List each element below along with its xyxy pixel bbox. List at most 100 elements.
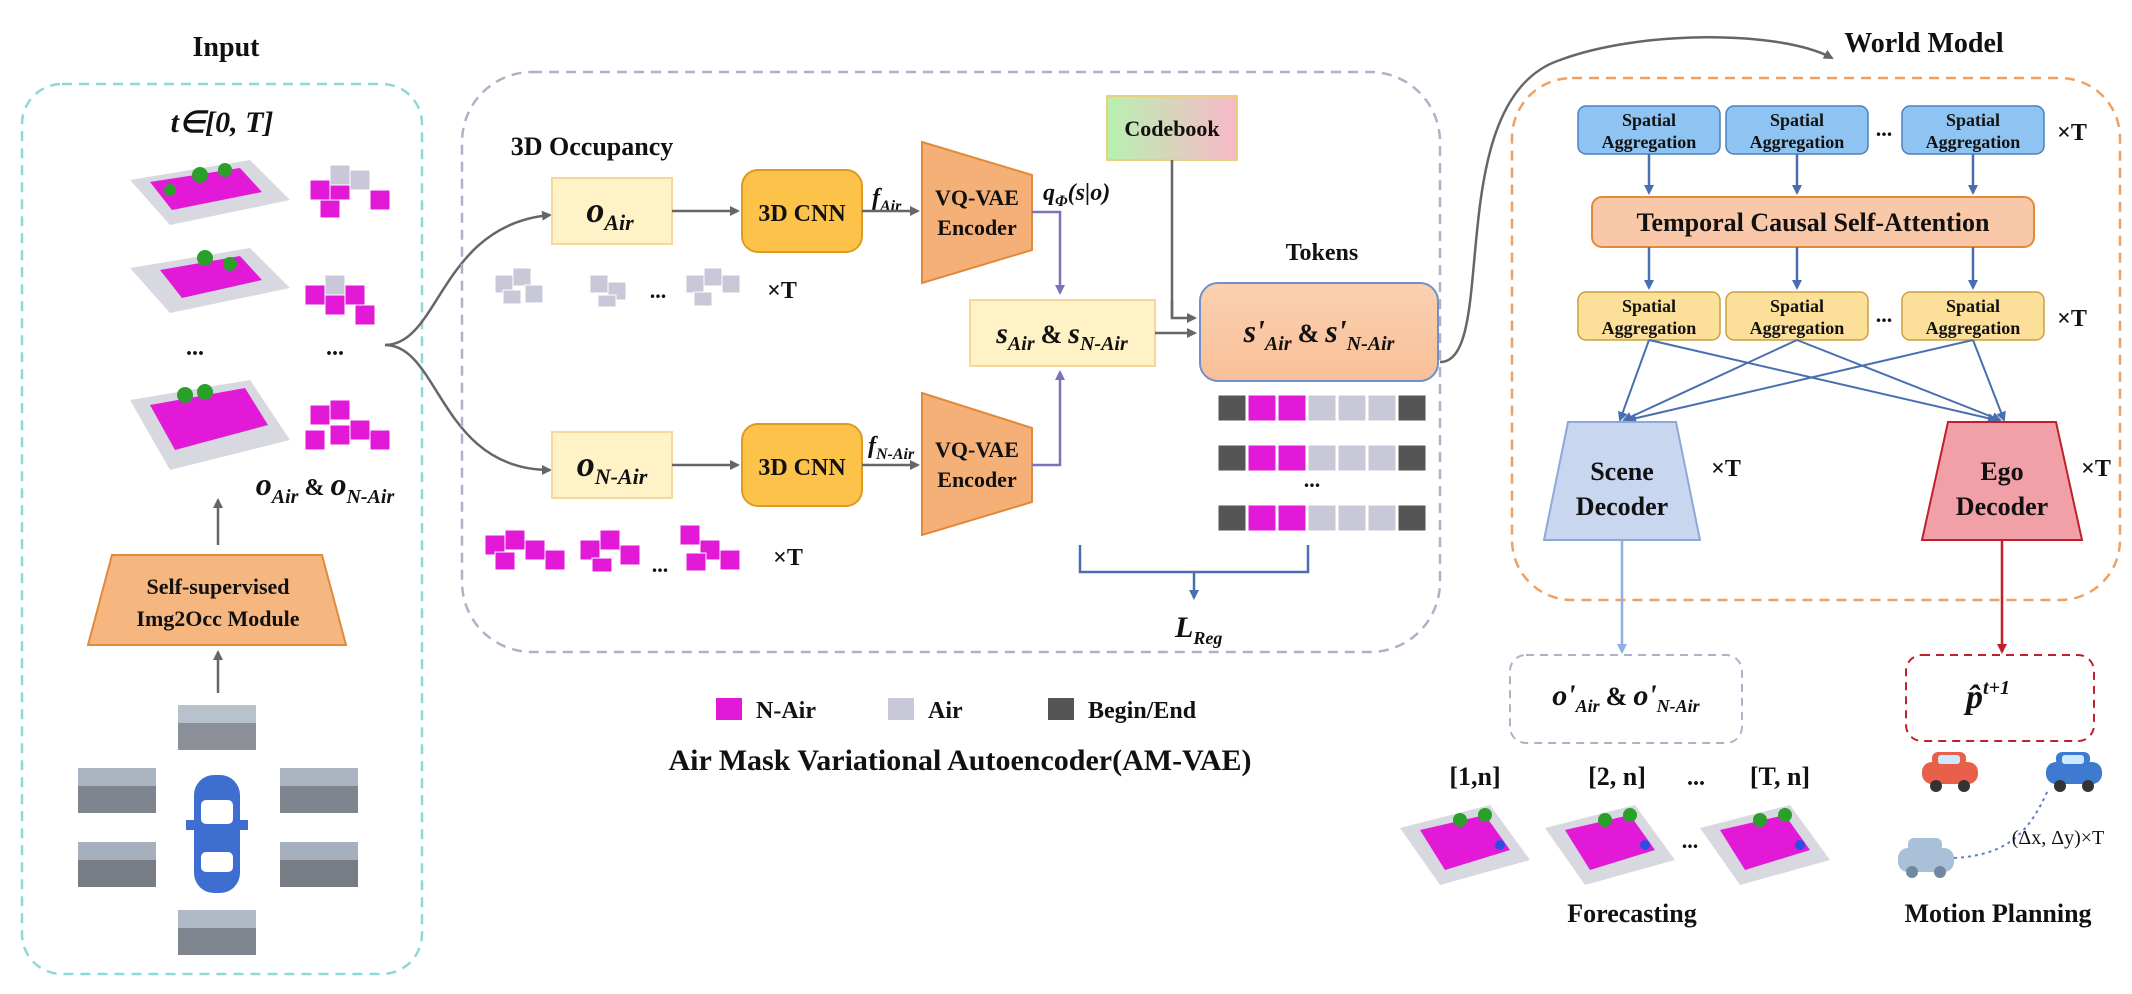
svg-text:Spatial: Spatial [1622, 110, 1676, 130]
svg-text:Aggregation: Aggregation [1750, 318, 1845, 338]
svg-text:Encoder: Encoder [937, 215, 1017, 240]
svg-text:N-Air: N-Air [756, 698, 816, 724]
spatial-agg-bottom-1: Spatial Aggregation [1577, 291, 1721, 341]
svg-text:VQ-VAE: VQ-VAE [935, 185, 1019, 210]
svg-text:Scene: Scene [1590, 457, 1654, 486]
svg-text:Decoder: Decoder [1956, 492, 2048, 521]
o-air-box: oAir [551, 177, 673, 245]
token-cell [1217, 444, 1247, 472]
token-cell [1277, 394, 1307, 422]
token-cell [1397, 394, 1427, 422]
world-model-title: World Model [1844, 28, 2004, 59]
img2occ-label-line2: Img2Occ Module [136, 606, 299, 631]
air-cube-times-T: ×T [767, 278, 797, 304]
svg-text:oN-Air: oN-Air [577, 444, 648, 489]
token-cell [1277, 504, 1307, 532]
token-cell [1247, 394, 1277, 422]
svg-text:Codebook: Codebook [1124, 116, 1220, 141]
token-cell [1337, 504, 1367, 532]
token-cell [1217, 504, 1247, 532]
token-ellipsis: ... [1304, 467, 1321, 492]
forecast-step-2: [2, n] [1588, 762, 1646, 791]
svg-text:o'Air&o'N-Air: o'Air&o'N-Air [1552, 679, 1700, 716]
ego-decoder: Ego Decoder [1920, 421, 2084, 541]
arrow-codebook-join [1170, 300, 1197, 323]
scene-decoder-times-T: ×T [1711, 456, 1741, 482]
svg-text:Spatial: Spatial [1622, 296, 1676, 316]
svg-text:Spatial: Spatial [1946, 296, 2000, 316]
air-cube-ellipsis: ... [650, 278, 667, 303]
arrow-encoder-bottom-to-s [1032, 370, 1065, 467]
svg-text:Temporal Causal Self-Attention: Temporal Causal Self-Attention [1637, 208, 1990, 237]
input-occupancy-scene-2 [130, 248, 290, 313]
occupancy-title: 3D Occupancy [511, 132, 674, 161]
spatial-agg-bottom-times-T: ×T [2057, 306, 2087, 332]
svg-text:Air: Air [928, 698, 963, 724]
input-occupancy-scene-3 [130, 380, 290, 470]
arrow-tokens-to-world-model [1439, 36, 1834, 364]
svg-text:Decoder: Decoder [1576, 492, 1668, 521]
spatial-agg-bottom-2: Spatial Aggregation [1725, 291, 1869, 341]
svg-text:s'Air&s'N-Air: s'Air&s'N-Air [1243, 313, 1395, 355]
planned-trajectory [1953, 789, 2049, 859]
svg-text:Ego: Ego [1980, 457, 2023, 486]
tokens-title: Tokens [1286, 240, 1359, 266]
car-icon-red [1922, 752, 1978, 792]
input-occupancy-label: oAir&oN-Air [256, 466, 395, 508]
input-ellipsis-right: ... [326, 335, 344, 361]
input-ellipsis-left: ... [186, 335, 204, 361]
token-cell [1307, 444, 1337, 472]
svg-text:Aggregation: Aggregation [1602, 132, 1697, 152]
token-cell [1247, 504, 1277, 532]
token-cell [1367, 394, 1397, 422]
world-model-panel-border [1510, 76, 2122, 602]
forecasting-label: Forecasting [1567, 899, 1697, 928]
cnn-box-top: 3D CNN [741, 169, 863, 253]
input-panel: Input t∈[0, T] [20, 32, 424, 976]
decoder-connections [1618, 339, 2006, 424]
s-prime-box: s'Air&s'N-Air [1199, 282, 1439, 382]
p-hat-output-box: p̂t+1 [1905, 654, 2095, 742]
scene-decoder: Scene Decoder [1542, 421, 1702, 541]
svg-text:p̂t+1: p̂t+1 [1963, 677, 2010, 716]
world-model-panel: World Model Spatial Aggregation Spatial … [1510, 28, 2122, 602]
time-range-label: t∈[0, T] [171, 106, 274, 139]
forecast-scene-2 [1545, 805, 1675, 885]
forecast-scene-ellipsis: ... [1682, 828, 1699, 853]
svg-text:Aggregation: Aggregation [1926, 318, 2021, 338]
forecast-step-1: [1,n] [1449, 762, 1500, 791]
svg-text:3D CNN: 3D CNN [758, 455, 846, 481]
spatial-agg-top-2: Spatial Aggregation [1725, 105, 1869, 155]
l-reg-label: LReg [1174, 611, 1222, 648]
car-icon-ego [1898, 838, 1954, 878]
svg-text:Encoder: Encoder [937, 467, 1017, 492]
forecast-scene-1 [1400, 805, 1530, 885]
token-cell [1337, 394, 1367, 422]
arrow-input-to-o-nair [384, 343, 552, 475]
svg-text:Begin/End: Begin/End [1088, 698, 1197, 724]
svg-text:Spatial: Spatial [1946, 110, 2000, 130]
nair-cube-row [484, 524, 741, 573]
am-vae-caption: Air Mask Variational Autoencoder(AM-VAE) [668, 744, 1251, 777]
input-title: Input [193, 32, 261, 63]
l-reg-bracket [1078, 545, 1310, 574]
car-icon-blue [2046, 752, 2102, 792]
ego-car-icon [186, 775, 248, 893]
svg-text:Aggregation: Aggregation [1926, 132, 2021, 152]
token-cell [1307, 504, 1337, 532]
nair-cube-ellipsis: ... [652, 552, 669, 577]
vqvae-encoder-bottom: VQ-VAE Encoder [921, 391, 1033, 537]
air-cube-row [494, 267, 741, 308]
motion-planning-label: Motion Planning [1904, 899, 2091, 928]
arrow-encoder-top-to-s [1032, 210, 1065, 295]
spatial-agg-bottom-ellipsis: ... [1876, 302, 1893, 327]
token-cell [1217, 394, 1247, 422]
token-cell [1367, 504, 1397, 532]
temporal-causal-attention-box: Temporal Causal Self-Attention [1591, 196, 2035, 248]
svg-text:oAir: oAir [586, 190, 634, 235]
spatial-agg-top-times-T: ×T [2057, 120, 2087, 146]
legend-item-begin-end: Begin/End [1048, 698, 1197, 724]
token-cell [1397, 444, 1427, 472]
img2occ-label-line1: Self-supervised [147, 574, 290, 599]
